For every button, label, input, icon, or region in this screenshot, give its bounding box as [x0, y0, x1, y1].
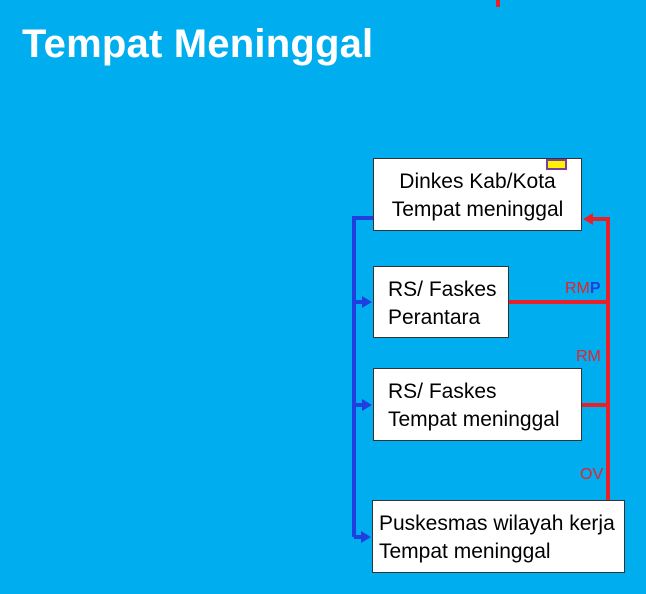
note-marker-icon: [546, 159, 567, 170]
box-puskesmas-line2: Tempat meninggal: [379, 540, 551, 563]
label-rm: RM: [576, 348, 601, 365]
box-dinkes-line2: Tempat meninggal: [391, 198, 564, 221]
label-rmp-prefix: RM: [565, 280, 590, 297]
red-arrow-dinkes: [583, 213, 593, 225]
label-rmp-suffix: P: [589, 280, 601, 297]
label-ov: OV: [580, 466, 604, 483]
top-red-mark: [496, 0, 500, 7]
box-rs-faskes-tempat-meninggal: RS/ Faskes Tempat meninggal: [373, 368, 582, 441]
blue-arrow-rs-tempat: [362, 399, 372, 411]
box-perantara-line1: RS/ Faskes: [388, 278, 497, 301]
box-puskesmas-wilayah-kerja: Puskesmas wilayah kerja Tempat meninggal: [372, 500, 625, 573]
box-dinkes-kab-kota: Dinkes Kab/Kota Tempat meninggal: [373, 158, 582, 231]
box-rs-tempat-line1: RS/ Faskes: [388, 380, 497, 403]
box-dinkes-line1: Dinkes Kab/Kota: [399, 170, 556, 193]
red-connector: [509, 213, 610, 500]
blue-arrow-puskesmas: [361, 531, 371, 543]
blue-connector: [352, 216, 373, 543]
label-rmp: RMP: [565, 280, 601, 298]
box-rs-tempat-line2: Tempat meninggal: [388, 408, 560, 431]
blue-arrow-perantara: [362, 296, 372, 308]
page-title: Tempat Meninggal: [22, 22, 374, 66]
box-perantara-line2: Perantara: [388, 306, 481, 329]
box-rs-faskes-perantara: RS/ Faskes Perantara: [373, 266, 509, 338]
box-puskesmas-line1: Puskesmas wilayah kerja: [379, 512, 615, 535]
